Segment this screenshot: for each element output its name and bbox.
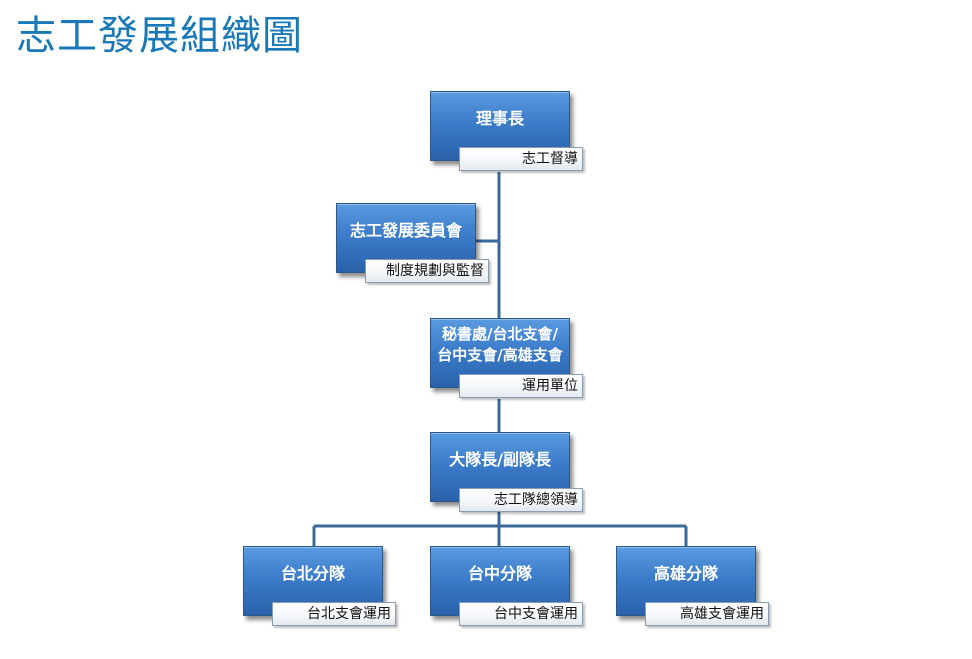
node-committee: 志工發展委員會 制度規劃與監督 [336, 203, 489, 283]
node-captain: 大隊長/副隊長 志工隊總領導 [430, 432, 583, 512]
node-taipei-tag: 台北支會運用 [272, 602, 396, 626]
node-taichung-tag: 台中支會運用 [459, 602, 583, 626]
page-title: 志工發展組織圖 [16, 13, 303, 59]
node-taichung: 台中分隊 台中支會運用 [430, 546, 583, 626]
node-operations: 秘書處/台北支會/ 台中支會/高雄支會 運用單位 [430, 318, 583, 398]
node-operations-tag: 運用單位 [459, 374, 583, 398]
node-committee-tag: 制度規劃與監督 [365, 259, 489, 283]
node-kaohsiung: 高雄分隊 高雄支會運用 [616, 546, 769, 626]
node-chairman: 理事長 志工督導 [430, 91, 583, 171]
node-captain-tag: 志工隊總領導 [459, 488, 583, 512]
node-kaohsiung-tag: 高雄支會運用 [645, 602, 769, 626]
node-chairman-tag: 志工督導 [459, 147, 583, 171]
node-taipei: 台北分隊 台北支會運用 [243, 546, 396, 626]
node-operations-label-line1: 秘書處/台北支會/ [442, 325, 558, 343]
node-operations-label-line2: 台中支會/高雄支會 [437, 346, 563, 364]
